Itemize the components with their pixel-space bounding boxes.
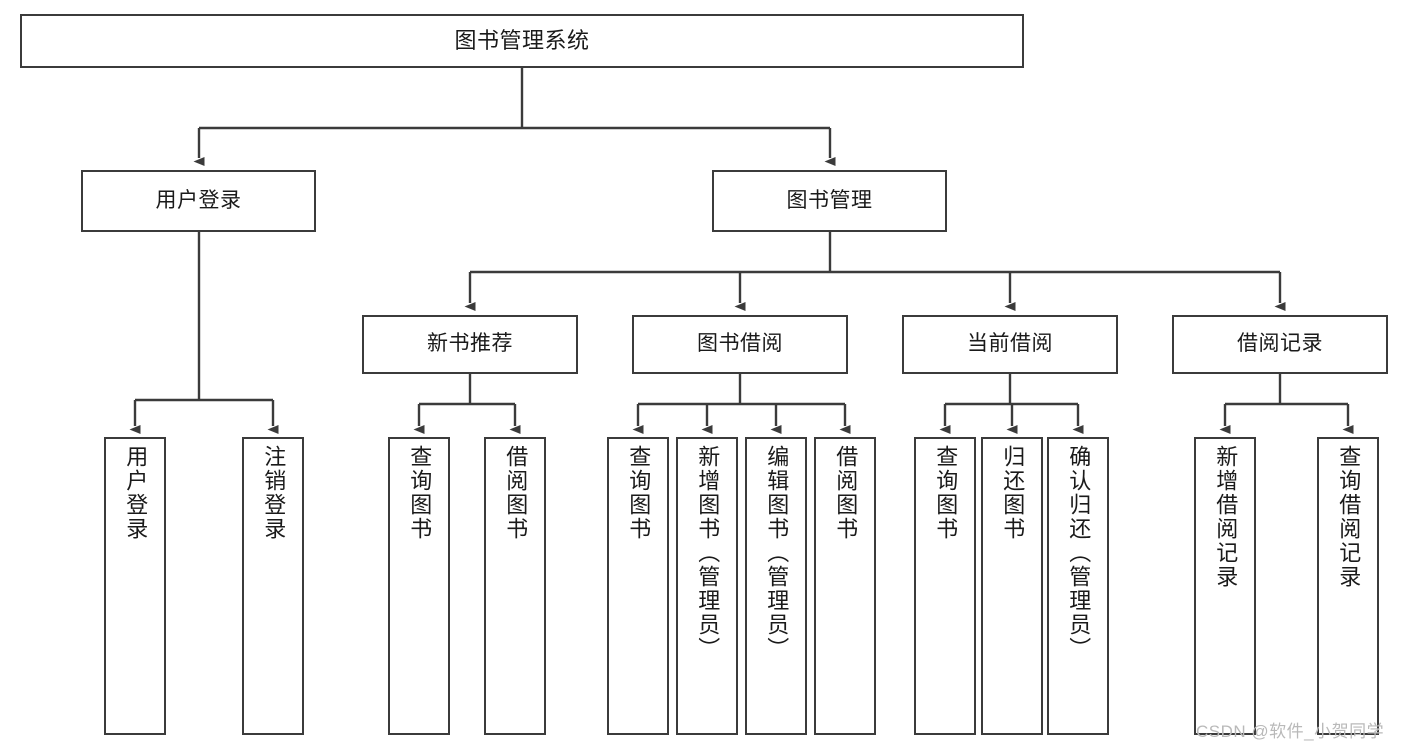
node-label: 查询图书 xyxy=(626,445,652,541)
node-label: 查询图书 xyxy=(407,445,433,541)
node-current-borrow[interactable]: 当前借阅 xyxy=(902,315,1118,374)
node-label: 新书推荐 xyxy=(427,332,513,356)
node-label: 用户登录 xyxy=(155,188,242,212)
node-book-management[interactable]: 图书管理 xyxy=(712,170,947,232)
node-new-book-recommend[interactable]: 新书推荐 xyxy=(362,315,578,374)
node-label: 查询图书 xyxy=(933,445,959,541)
leaf-borrow-add-book-admin[interactable]: 新增图书（管理员） xyxy=(676,437,738,735)
leaf-borrow-query-book[interactable]: 查询图书 xyxy=(607,437,669,735)
node-label: 新增借阅记录 xyxy=(1213,445,1239,589)
leaf-user-logout[interactable]: 注销登录 xyxy=(242,437,304,735)
node-label: 图书借阅 xyxy=(697,332,783,356)
leaf-current-query-book[interactable]: 查询图书 xyxy=(914,437,976,735)
node-root-system[interactable]: 图书管理系统 xyxy=(20,14,1024,68)
node-label: 图书管理 xyxy=(786,188,873,212)
node-label: 用户登录 xyxy=(123,445,149,541)
node-label: 注销登录 xyxy=(261,445,287,541)
node-label: 图书管理系统 xyxy=(454,28,590,54)
node-book-borrow[interactable]: 图书借阅 xyxy=(632,315,848,374)
node-label: 查询借阅记录 xyxy=(1336,445,1362,589)
node-label: 新增图书（管理员） xyxy=(695,445,721,661)
leaf-borrow-edit-book-admin[interactable]: 编辑图书（管理员） xyxy=(745,437,807,735)
leaf-record-add-record[interactable]: 新增借阅记录 xyxy=(1194,437,1256,735)
leaf-borrow-borrow-book[interactable]: 借阅图书 xyxy=(814,437,876,735)
leaf-recommend-query-book[interactable]: 查询图书 xyxy=(388,437,450,735)
csdn-watermark: CSDN @软件_小贺同学 xyxy=(1196,722,1385,741)
node-label: 编辑图书（管理员） xyxy=(764,445,790,661)
leaf-record-query-record[interactable]: 查询借阅记录 xyxy=(1317,437,1379,735)
node-user-login[interactable]: 用户登录 xyxy=(81,170,316,232)
node-label: 确认归还（管理员） xyxy=(1066,445,1092,661)
leaf-user-login[interactable]: 用户登录 xyxy=(104,437,166,735)
node-label: 借阅图书 xyxy=(503,445,529,541)
node-label: 归还图书 xyxy=(1000,445,1026,541)
leaf-current-return-book[interactable]: 归还图书 xyxy=(981,437,1043,735)
node-label: 借阅记录 xyxy=(1237,332,1323,356)
node-label: 当前借阅 xyxy=(967,332,1053,356)
node-borrow-record[interactable]: 借阅记录 xyxy=(1172,315,1388,374)
leaf-recommend-borrow-book[interactable]: 借阅图书 xyxy=(484,437,546,735)
node-label: 借阅图书 xyxy=(833,445,859,541)
leaf-current-confirm-return-admin[interactable]: 确认归还（管理员） xyxy=(1047,437,1109,735)
